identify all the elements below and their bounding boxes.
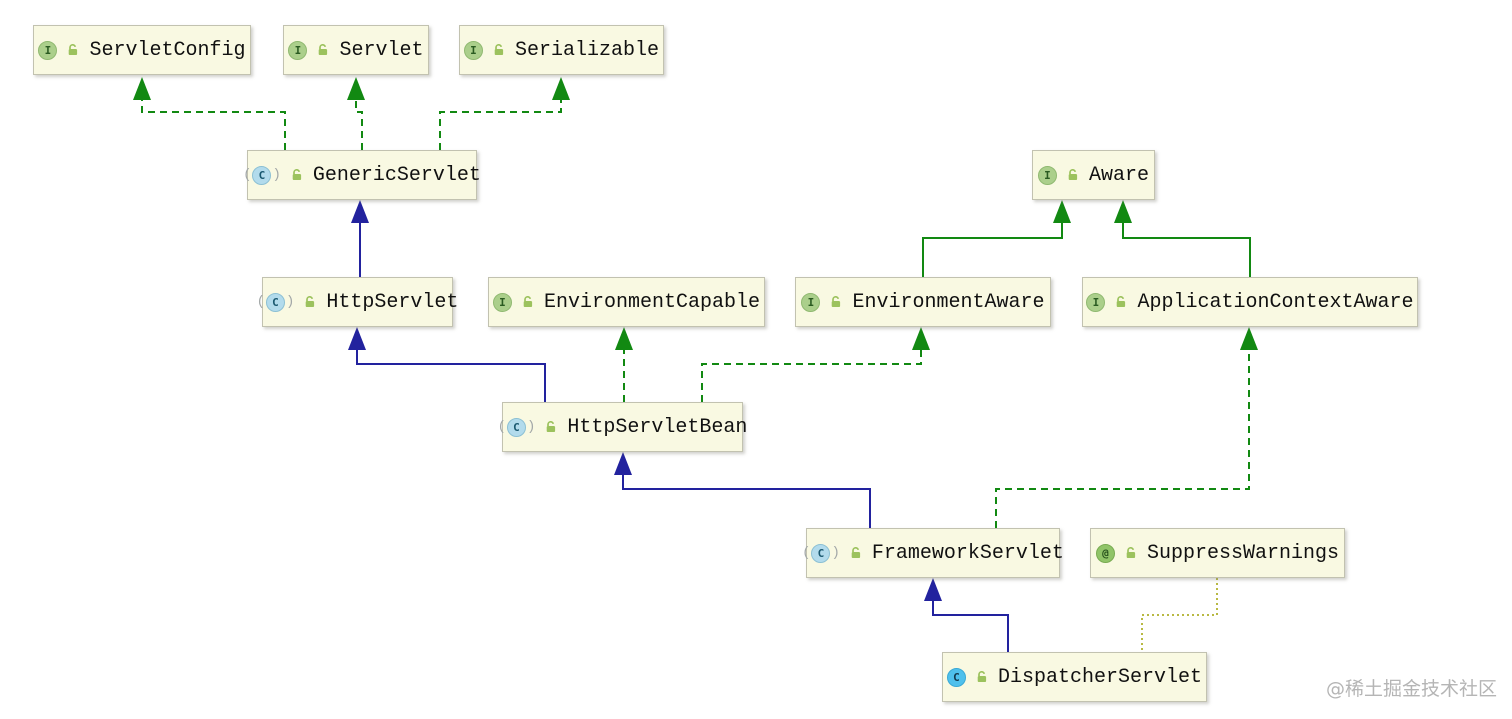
node-label: EnvironmentAware bbox=[852, 290, 1045, 314]
node-environment-capable[interactable]: I EnvironmentCapable bbox=[488, 277, 765, 327]
arrowhead-extends-genericservlet bbox=[351, 200, 369, 223]
arrowhead-implements-servletconfig bbox=[133, 77, 151, 100]
edge-implements-genericservlet-serializable bbox=[439, 100, 562, 150]
arrowhead-implements-environmentcapable bbox=[615, 327, 633, 350]
node-http-servlet[interactable]: C HttpServlet bbox=[262, 277, 458, 327]
annotation-icon: @ bbox=[1095, 543, 1115, 563]
node-http-servlet-bean[interactable]: C HttpServletBean bbox=[502, 402, 747, 452]
public-unlocked-icon bbox=[523, 295, 533, 307]
node-generic-servlet[interactable]: C GenericServlet bbox=[247, 150, 481, 200]
public-unlocked-icon bbox=[977, 670, 987, 682]
node-framework-servlet[interactable]: C FrameworkServlet bbox=[806, 528, 1064, 578]
interface-icon: I bbox=[463, 40, 483, 60]
arrowhead-implements-serializable bbox=[552, 77, 570, 100]
node-suppress-warnings[interactable]: @ SuppressWarnings bbox=[1090, 528, 1345, 578]
node-label: FrameworkServlet bbox=[871, 541, 1064, 565]
public-unlocked-icon bbox=[494, 43, 504, 55]
arrowhead-extends-aware-left bbox=[1053, 200, 1071, 223]
interface-icon: I bbox=[288, 40, 308, 60]
node-servlet-config[interactable]: I ServletConfig bbox=[33, 25, 251, 75]
node-environment-aware[interactable]: I EnvironmentAware bbox=[795, 277, 1051, 327]
edge-annotation-dispatcherservlet-suppresswarnings bbox=[1141, 578, 1218, 652]
node-label: Aware bbox=[1088, 163, 1149, 187]
arrowhead-implements-environmentaware bbox=[912, 327, 930, 350]
abstract-class-icon: C bbox=[498, 417, 536, 437]
node-label: DispatcherServlet bbox=[997, 665, 1203, 689]
node-serializable[interactable]: I Serializable bbox=[459, 25, 664, 75]
edge-extends-dispatcherservlet-frameworkservlet bbox=[932, 601, 1009, 652]
public-unlocked-icon bbox=[1068, 168, 1078, 180]
public-unlocked-icon bbox=[306, 295, 315, 307]
arrowhead-extends-frameworkservlet bbox=[924, 578, 942, 601]
public-unlocked-icon bbox=[319, 43, 328, 55]
class-icon: C bbox=[946, 667, 966, 687]
arrowhead-implements-servlet bbox=[347, 77, 365, 100]
node-label: Servlet bbox=[339, 38, 424, 62]
node-application-context-aware[interactable]: I ApplicationContextAware bbox=[1082, 277, 1418, 327]
public-unlocked-icon bbox=[547, 420, 556, 432]
abstract-class-icon: C bbox=[257, 292, 295, 312]
public-unlocked-icon bbox=[1117, 295, 1126, 307]
public-unlocked-icon bbox=[1126, 546, 1136, 558]
interface-icon: I bbox=[1037, 165, 1057, 185]
node-label: HttpServletBean bbox=[567, 415, 748, 439]
edge-extends-httpservletbean-httpservlet bbox=[356, 350, 546, 402]
arrowhead-implements-applicationcontextaware bbox=[1240, 327, 1258, 350]
abstract-class-icon: C bbox=[243, 165, 281, 185]
edge-implements-httpservletbean-environmentaware bbox=[701, 350, 922, 402]
arrowhead-extends-aware-right bbox=[1114, 200, 1132, 223]
interface-icon: I bbox=[1086, 292, 1106, 312]
arrowhead-extends-httpservletbean bbox=[614, 452, 632, 475]
edge-implements-frameworkservlet-applicationcontextaware bbox=[995, 350, 1250, 528]
public-unlocked-icon bbox=[832, 295, 841, 307]
node-label: ServletConfig bbox=[89, 38, 246, 62]
node-servlet[interactable]: I Servlet bbox=[283, 25, 429, 75]
node-dispatcher-servlet[interactable]: C DispatcherServlet bbox=[942, 652, 1207, 702]
interface-icon: I bbox=[38, 40, 58, 60]
public-unlocked-icon bbox=[851, 546, 860, 558]
node-label: ApplicationContextAware bbox=[1137, 290, 1414, 314]
node-label: Serializable bbox=[514, 38, 660, 62]
watermark-text: @稀土掘金技术社区 bbox=[1326, 678, 1498, 700]
edge-extends-environmentaware-aware bbox=[922, 223, 1063, 277]
node-label: HttpServlet bbox=[326, 290, 459, 314]
abstract-class-icon: C bbox=[802, 543, 840, 563]
edge-extends-frameworkservlet-httpservletbean bbox=[622, 475, 871, 528]
interface-icon: I bbox=[801, 292, 821, 312]
node-label: SuppressWarnings bbox=[1146, 541, 1340, 565]
arrowhead-extends-httpservlet bbox=[348, 327, 366, 350]
node-label: GenericServlet bbox=[312, 163, 481, 187]
public-unlocked-icon bbox=[292, 168, 301, 180]
node-aware[interactable]: I Aware bbox=[1032, 150, 1155, 200]
edge-extends-applicationcontextaware-aware bbox=[1122, 223, 1251, 277]
public-unlocked-icon bbox=[69, 43, 78, 55]
edge-implements-genericservlet-servlet bbox=[355, 100, 363, 150]
edge-implements-genericservlet-servletconfig bbox=[141, 100, 286, 150]
interface-icon: I bbox=[492, 292, 512, 312]
node-label: EnvironmentCapable bbox=[543, 290, 761, 314]
